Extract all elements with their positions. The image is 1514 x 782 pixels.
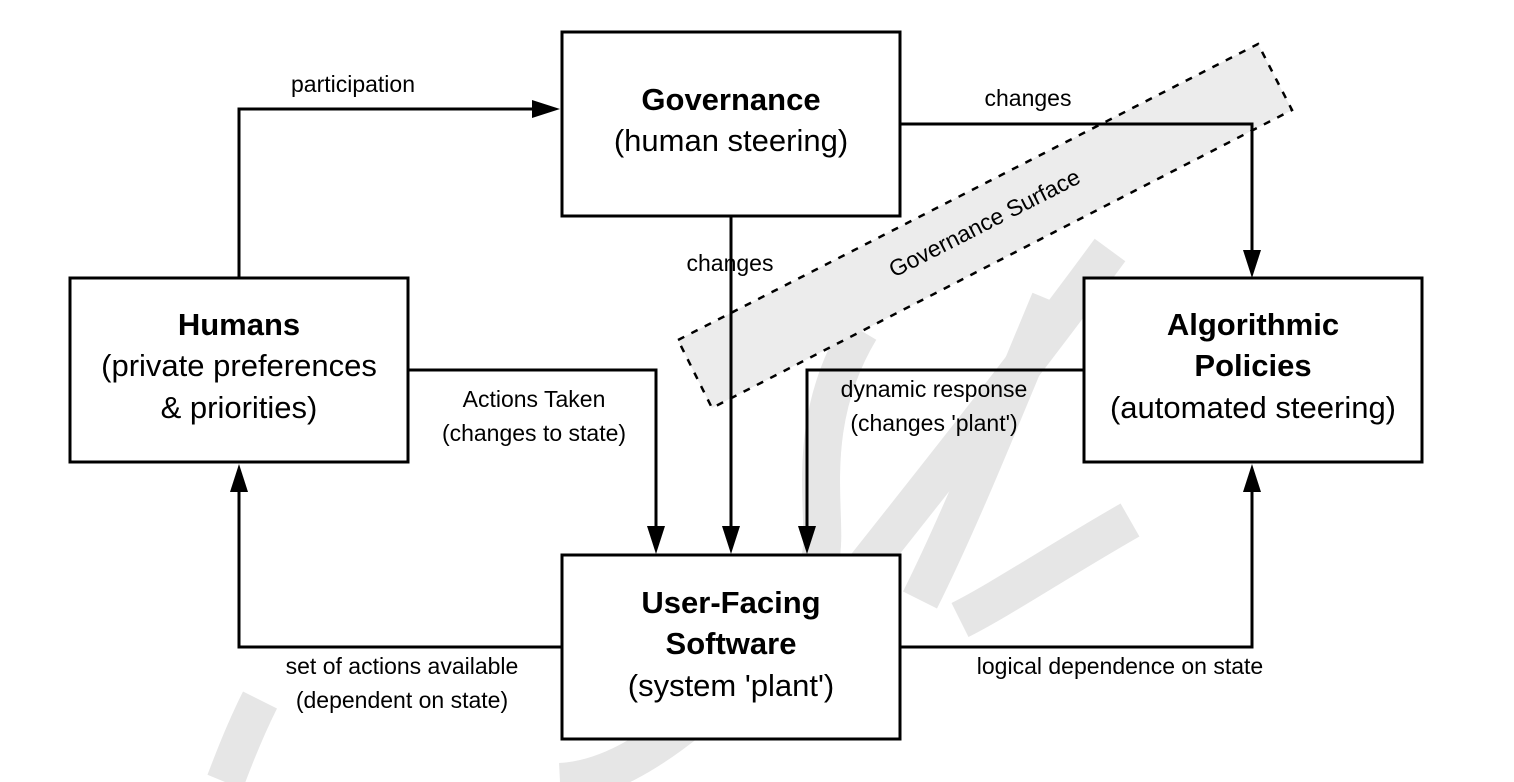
label-dynamic-response-2: (changes 'plant') bbox=[850, 410, 1017, 436]
label-logical-dependence: logical dependence on state bbox=[977, 653, 1263, 679]
label-changes-algorithmic: changes bbox=[985, 85, 1072, 111]
node-algorithmic-policies: Algorithmic Policies (automated steering… bbox=[1082, 276, 1424, 464]
algorithmic-title-line-1: Algorithmic bbox=[1167, 307, 1339, 342]
edge-actions-available bbox=[237, 484, 562, 649]
arrowhead-participation bbox=[532, 100, 560, 118]
arrowhead-logical-dependence bbox=[1243, 464, 1261, 492]
label-participation: participation bbox=[291, 71, 415, 97]
node-humans: Humans (private preferences & priorities… bbox=[68, 276, 410, 464]
label-actions-taken-2: (changes to state) bbox=[442, 420, 626, 446]
label-actions-available-1: set of actions available bbox=[286, 653, 519, 679]
label-changes-software: changes bbox=[687, 250, 774, 276]
label-actions-available-2: (dependent on state) bbox=[296, 687, 508, 713]
arrowhead-changes-software bbox=[722, 526, 740, 554]
label-dynamic-response-1: dynamic response bbox=[841, 376, 1028, 402]
governance-title: Governance bbox=[641, 82, 820, 117]
arrowhead-actions-taken bbox=[647, 526, 665, 554]
edge-dynamic-response bbox=[805, 368, 1084, 534]
software-subtitle: (system 'plant') bbox=[628, 668, 835, 703]
humans-subtitle-line-2: & priorities) bbox=[161, 390, 318, 425]
arrowhead-dynamic-response bbox=[798, 526, 816, 554]
node-governance: Governance (human steering) bbox=[560, 30, 902, 218]
edge-participation bbox=[237, 107, 540, 278]
edge-logical-dependence bbox=[900, 484, 1254, 649]
node-user-facing-software: User-Facing Software (system 'plant') bbox=[560, 553, 902, 741]
arrowhead-actions-available bbox=[230, 464, 248, 492]
humans-title: Humans bbox=[178, 307, 300, 342]
connectors bbox=[230, 100, 1261, 649]
humans-subtitle-line-1: (private preferences bbox=[101, 348, 377, 383]
edge-changes-algorithmic bbox=[900, 122, 1254, 258]
edge-labels: participation changes changes Actions Ta… bbox=[286, 71, 1264, 713]
algorithmic-title-line-2: Policies bbox=[1194, 348, 1311, 383]
label-actions-taken-1: Actions Taken bbox=[463, 386, 606, 412]
governance-subtitle: (human steering) bbox=[614, 123, 848, 158]
arrowhead-changes-algorithmic bbox=[1243, 250, 1261, 278]
algorithmic-subtitle: (automated steering) bbox=[1110, 390, 1396, 425]
software-title-line-1: User-Facing bbox=[641, 585, 820, 620]
software-title-line-2: Software bbox=[666, 626, 797, 661]
edge-actions-taken bbox=[408, 368, 658, 534]
